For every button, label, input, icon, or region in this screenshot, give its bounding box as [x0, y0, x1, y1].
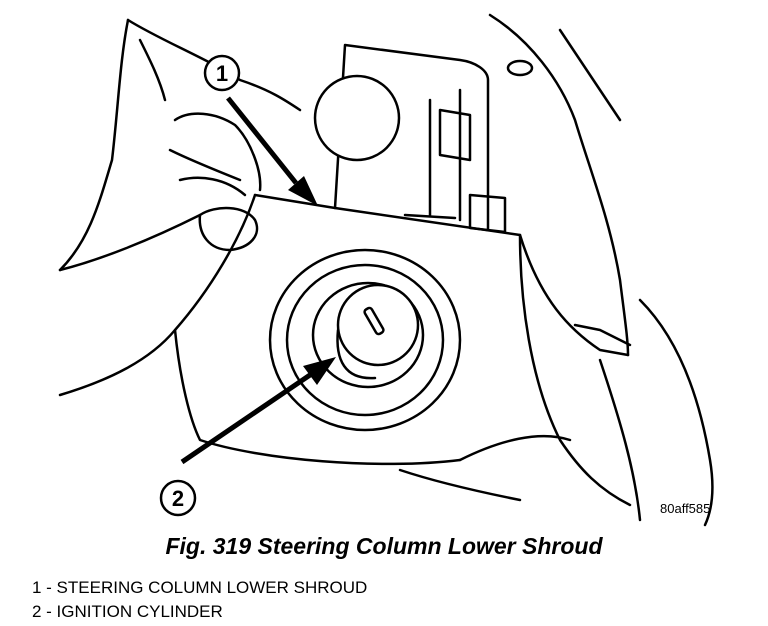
hand-outline — [58, 18, 130, 272]
steering-column-illustration: 1 2 80aff585 — [58, 13, 714, 527]
svg-text:2: 2 — [172, 486, 184, 511]
callout-2-arrow — [180, 372, 312, 465]
figure-caption: Fig. 319 Steering Column Lower Shroud — [165, 533, 603, 559]
svg-text:1: 1 — [216, 61, 228, 86]
thumb-outline — [198, 206, 259, 252]
callout-legend: 1 - STEERING COLUMN LOWER SHROUD 2 - IGN… — [32, 576, 367, 624]
callout-1: 1 — [203, 54, 318, 206]
ignition-cylinder-face — [336, 283, 420, 367]
callout-1-arrow — [226, 96, 298, 185]
legend-item-2: 2 - IGNITION CYLINDER — [32, 602, 223, 621]
legend-item-1: 1 - STEERING COLUMN LOWER SHROUD — [32, 578, 368, 597]
figure-reference-code: 80aff585 — [660, 501, 710, 516]
steering-ball-knob — [313, 74, 401, 162]
ignition-bezel-outer — [268, 248, 462, 432]
callout-2: 2 — [159, 357, 336, 517]
